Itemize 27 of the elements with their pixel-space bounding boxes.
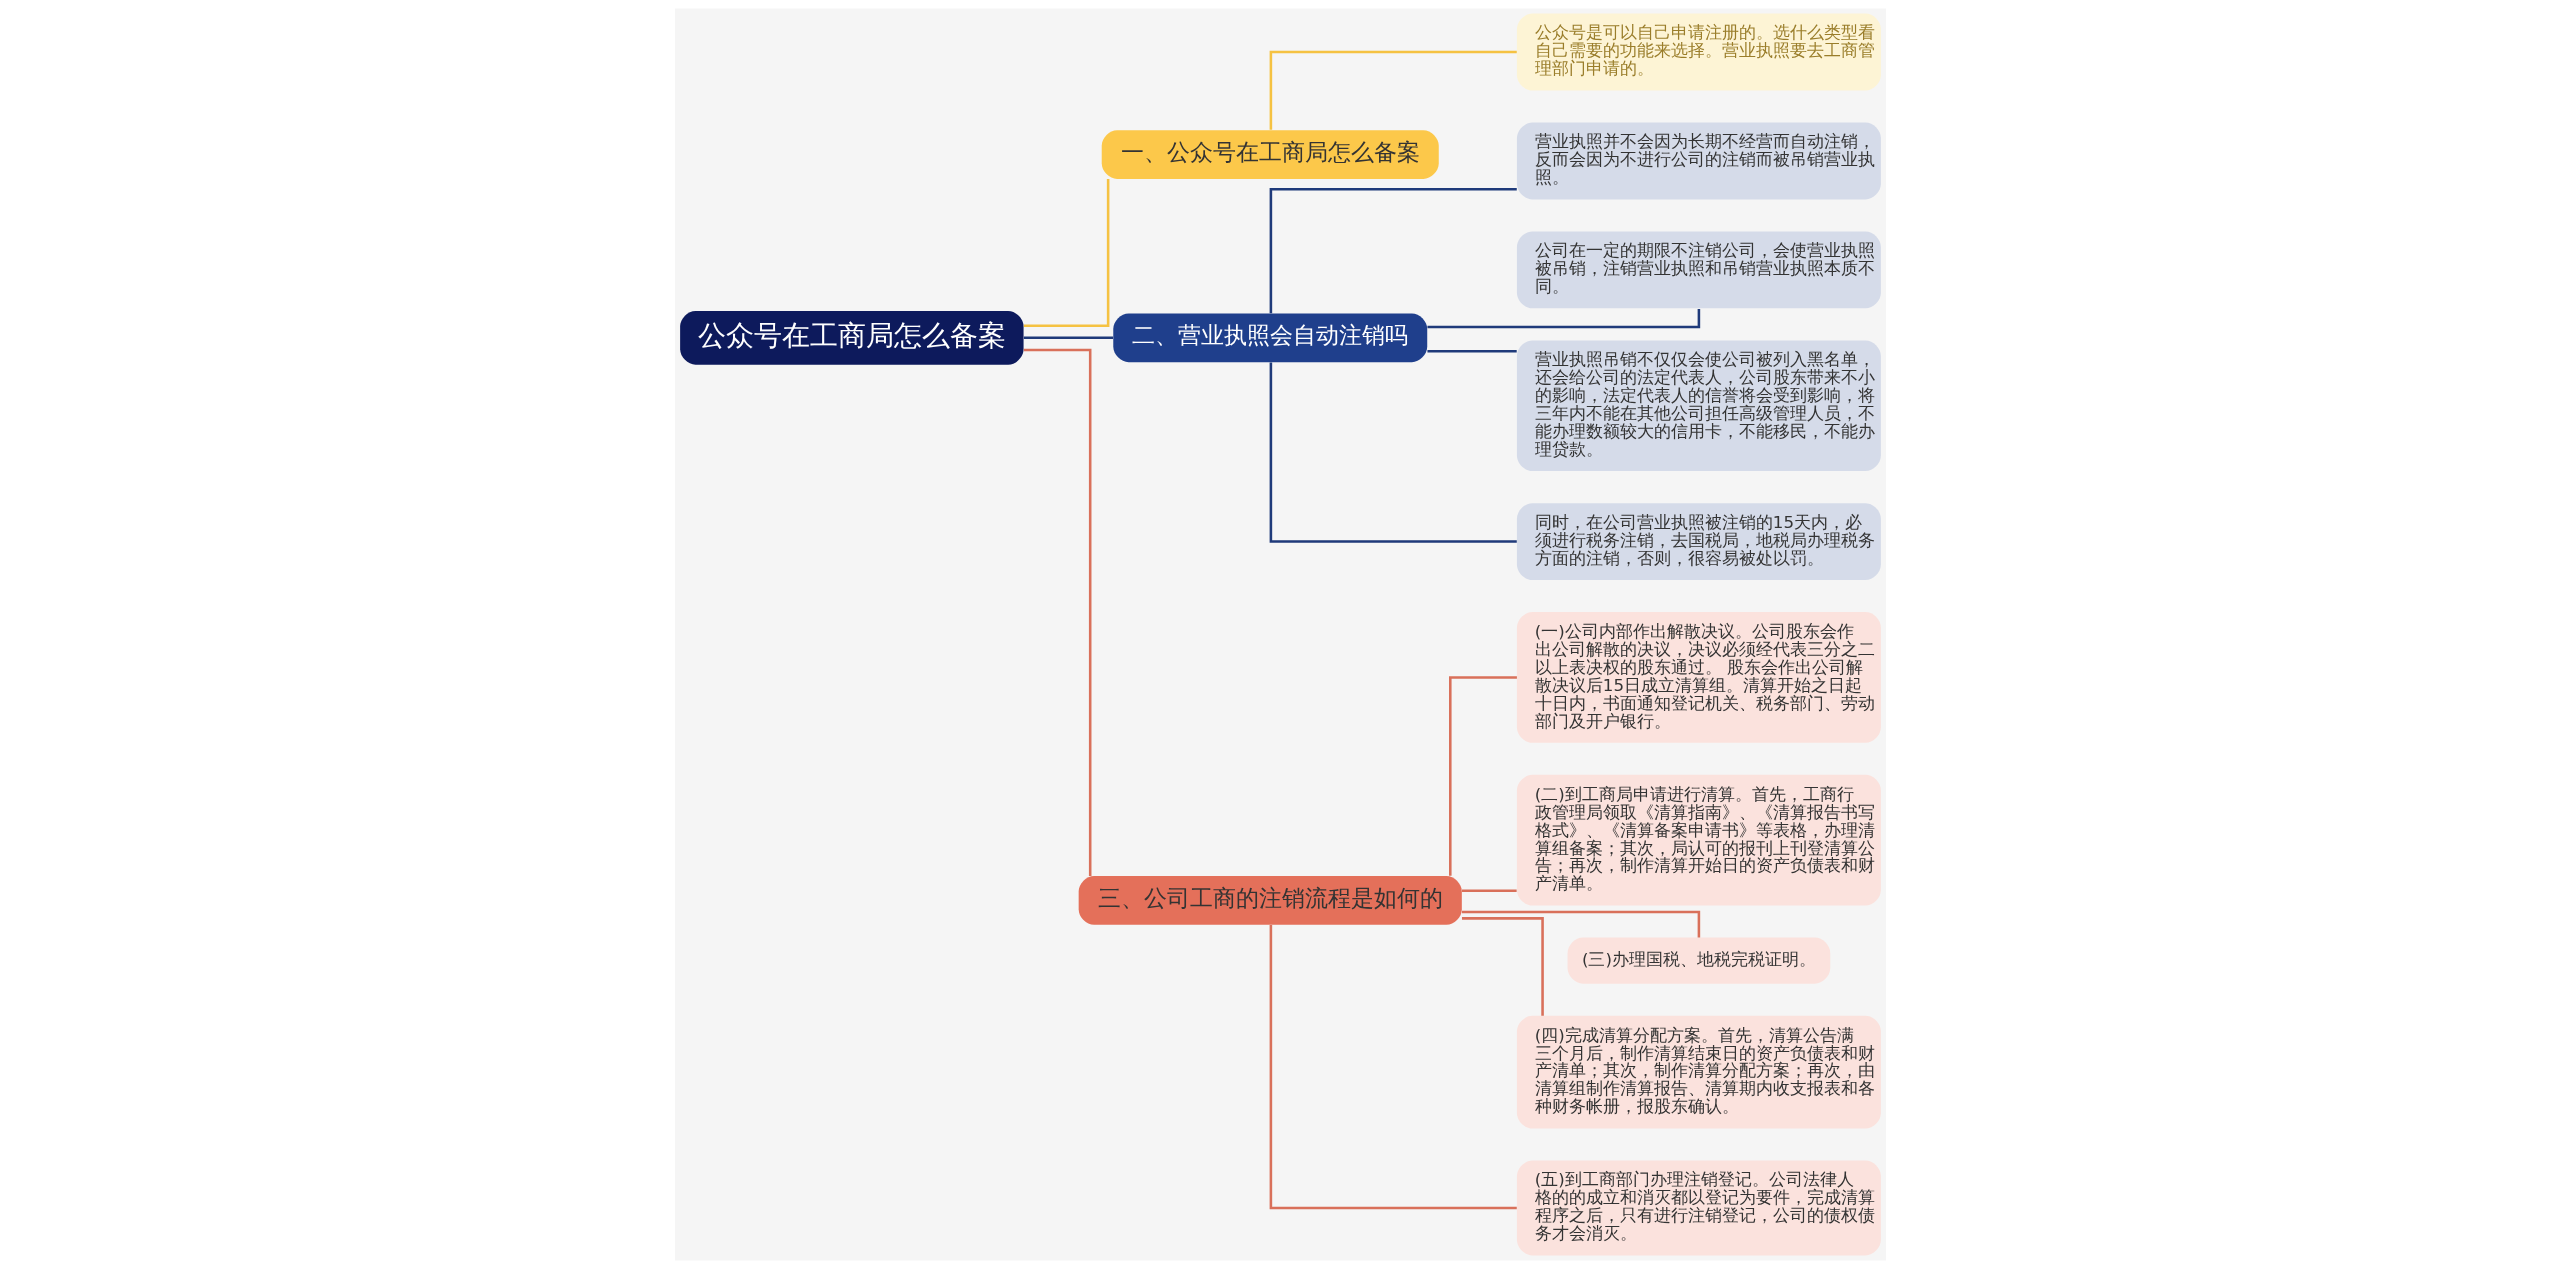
connector xyxy=(1269,925,1517,1210)
connector xyxy=(1461,889,1517,893)
node-box: 公众号是可以自己申请注册的。选什么类型看自己需要的功能来选择。营业执照要去工商管理部门申请的。 xyxy=(1516,13,1881,91)
connector xyxy=(1461,917,1544,1016)
node-box: (五)到工商部门办理注销登记。公司法律人格的的成立和消灭都以登记为要件，完成清算程序之后，只有进行注销登记，公司的债权债务才会消灭。 xyxy=(1516,1160,1881,1256)
connector xyxy=(1269,50,1517,130)
connector xyxy=(1023,348,1091,877)
connector xyxy=(1269,362,1517,543)
node-box: 同时，在公司营业执照被注销的15天内，必须进行税务注销，去国税局，地税局办理税务方面的注销，否则，很容易被处以罚。 xyxy=(1516,503,1881,581)
node-box: 二、营业执照会自动注销吗 xyxy=(1112,313,1427,363)
connector xyxy=(1426,308,1700,329)
node-box: (四)完成清算分配方案。首先，清算公告满三个月后，制作清算结束日的资产负债表和财产清单；其次，制作清算分配方案；再次，由清算组制作清算报告、清算期内收支报表和各种财务帐册，报股东确认。 xyxy=(1516,1015,1881,1129)
node-box: 公众号在工商局怎么备案 xyxy=(679,310,1024,365)
node-box: 公司在一定的期限不注销公司，会使营业执照被吊销，注销营业执照和吊销营业执照本质不同。 xyxy=(1516,231,1881,309)
connector xyxy=(1426,350,1517,353)
node-box: (一)公司内部作出解散决议。公司股东会作出公司解散的决议，决议必须经代表三分之二以上表决权的股东通过。 股东会作出公司解散决议后15日成立清算组。清算开始之日起十日内，书面通知登记机关、税务部门、劳动部门及开户银行。 xyxy=(1516,612,1881,743)
connector xyxy=(1269,187,1517,314)
connector xyxy=(1448,676,1517,876)
node-box: (二)到工商局申请进行清算。首先，工商行政管理局领取《清算指南》、《清算报告书写格式》、《清算备案申请书》等表格，办理清算组备案；其次，局认可的报刊上刊登清算公告；再次，制作清算开始日的资产负债表和财产清单。 xyxy=(1516,774,1881,906)
node-box: 三、公司工商的注销流程是如何的 xyxy=(1078,876,1462,925)
node-box: 一、公众号在工商局怎么备案 xyxy=(1101,130,1439,179)
connector xyxy=(1461,910,1700,938)
node-box: 营业执照吊销不仅仅会使公司被列入黑名单，还会给公司的法定代表人，公司股东带来不小的影响，法定代表人的信誉将会受到影响，将三年内不能在其他公司担任高级管理人员，不能办理数额较大的信用卡，不能移民，不能办理贷款。 xyxy=(1516,340,1881,472)
connector xyxy=(1023,179,1109,327)
node-box: 营业执照并不会因为长期不经营而自动注销，反而会因为不进行公司的注销而被吊销营业执照。 xyxy=(1516,122,1881,200)
node-box: (三)办理国税、地税完税证明。 xyxy=(1567,937,1830,984)
connector xyxy=(1023,336,1113,340)
